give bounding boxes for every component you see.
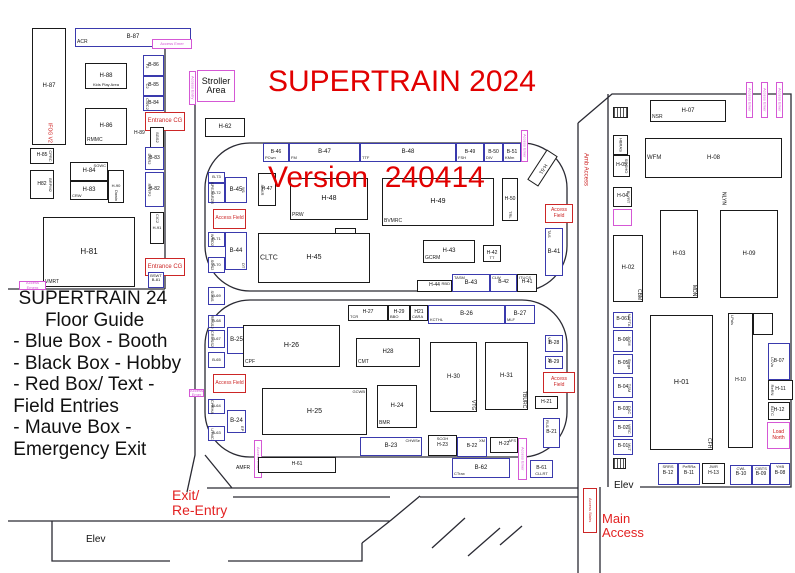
title-line2: Version 240414 — [268, 161, 485, 194]
legend-line: - Blue Box - Booth — [8, 331, 168, 352]
legend-line: Emergency Exit — [8, 438, 147, 460]
legend-line: - Black Box - Hobby — [8, 352, 182, 374]
exit-corridor — [8, 495, 421, 522]
mid-west-wall — [186, 72, 196, 493]
elev-room — [51, 521, 363, 562]
exit-door-diagonals — [361, 517, 523, 557]
legend-text: SUPERTRAIN 24 Floor Guide - Blue Box - B… — [8, 288, 181, 460]
legend-line: SUPERTRAIN 24 — [8, 288, 168, 309]
title-line1: SUPERTRAIN 2024 — [268, 65, 536, 98]
legend-line: - Red Box/ Text - — [8, 374, 155, 395]
map-title: SUPERTRAIN 2024 Version 240414 — [268, 2, 536, 258]
hall-lower-outline — [204, 299, 568, 458]
legend-line: Field Entries — [8, 395, 119, 417]
legend-line: Floor Guide — [8, 309, 145, 331]
south-wall-a — [204, 454, 578, 489]
right-block-outline — [577, 93, 792, 488]
legend-line: - Mauve Box - — [8, 417, 132, 438]
